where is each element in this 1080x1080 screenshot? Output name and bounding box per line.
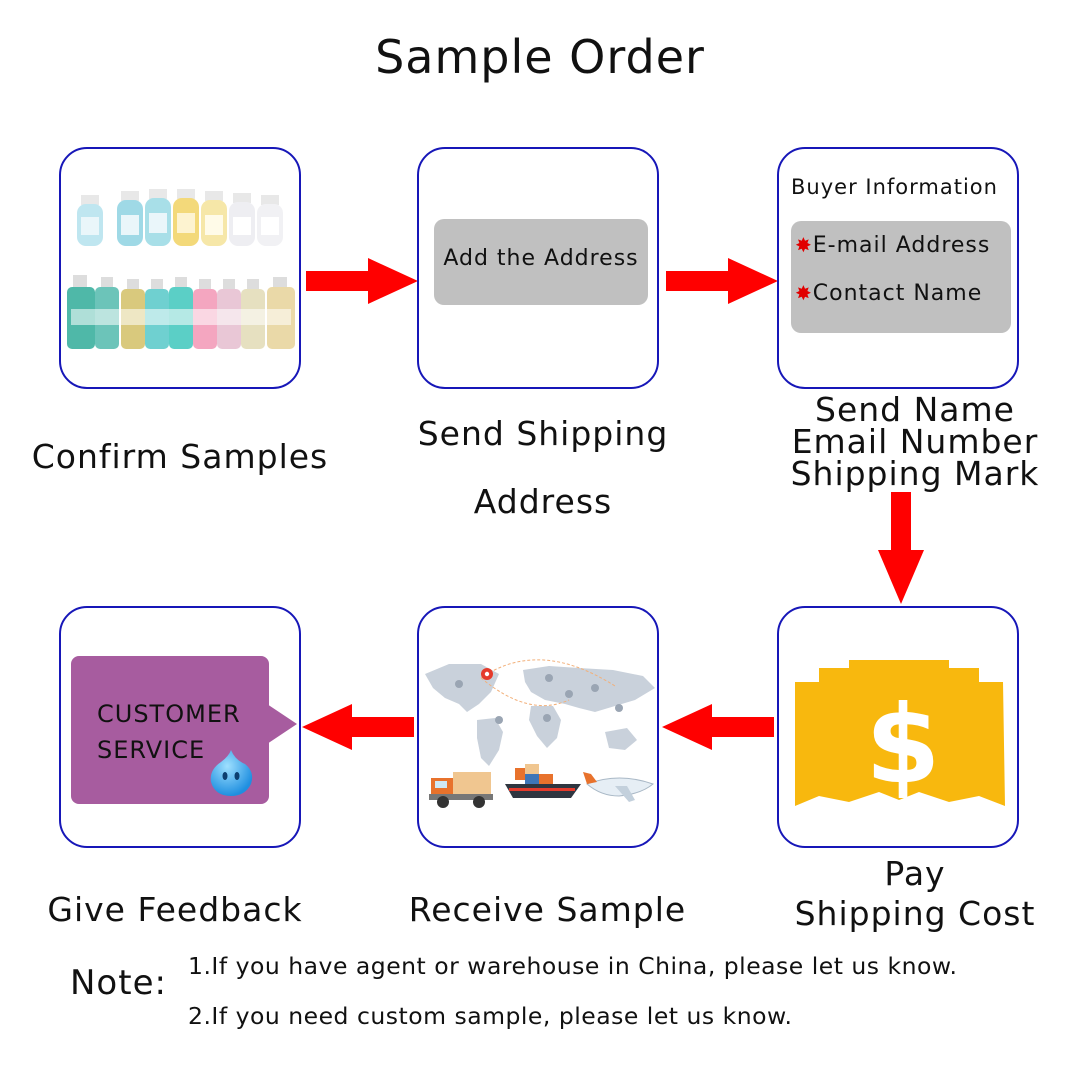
buyer-caption: Send Name Email Number Shipping Mark [770, 390, 1060, 493]
arrow-right-icon [666, 258, 778, 304]
bottles-image [67, 189, 295, 349]
pay-caption: Pay Shipping Cost [770, 854, 1060, 934]
receive-sample-caption: Receive Sample [408, 890, 687, 929]
customer-service-line1: CUSTOMER [97, 700, 241, 728]
give-feedback-caption: Give Feedback [47, 890, 303, 929]
confirm-samples-caption: Confirm Samples [31, 437, 329, 476]
add-address-label: Add the Address [443, 246, 639, 271]
world-map-image [425, 659, 655, 808]
required-star-icon: ✸ [795, 233, 813, 257]
shipping-caption: Send Shipping Address [390, 400, 696, 536]
pay-caption-line2: Shipping Cost [794, 894, 1036, 933]
buyer-fields-box: ✸E-mail Address ✸Contact Name [791, 221, 1011, 333]
confirm-samples-card [59, 147, 301, 389]
add-address-box: Add the Address [434, 219, 648, 305]
buyer-caption-line2: Email Number [791, 422, 1039, 461]
bubble-tail [267, 704, 297, 744]
contact-name-field: ✸Contact Name [795, 281, 983, 306]
give-feedback-card: CUSTOMER SERVICE [59, 606, 301, 848]
note-label: Note: [70, 963, 167, 1003]
buyer-caption-line3: Shipping Mark [790, 454, 1040, 493]
arrow-right-icon [306, 258, 418, 304]
shipping-address-card: Add the Address [417, 147, 659, 389]
svg-text:$: $ [865, 683, 940, 808]
pay-caption-line1: Pay [884, 854, 946, 893]
email-address-field: ✸E-mail Address [795, 233, 991, 258]
arrow-down-icon [878, 492, 924, 604]
shipping-caption-line1: Send Shipping [417, 414, 669, 453]
buyer-information-title: Buyer Information [791, 175, 998, 199]
customer-service-line2: SERVICE [97, 736, 206, 764]
shipping-cost-card: $ [777, 606, 1019, 848]
truck-icon [429, 772, 493, 808]
buyer-caption-line1: Send Name [815, 390, 1015, 429]
required-star-icon: ✸ [795, 281, 813, 305]
page-title: Sample Order [375, 30, 705, 84]
receive-sample-card [417, 606, 659, 848]
dollar-icon: $ [795, 660, 1005, 808]
ship-icon [505, 764, 581, 798]
buyer-information-card: Buyer Information ✸E-mail Address ✸Conta… [777, 147, 1019, 389]
chat-droplet-icon [210, 750, 253, 796]
note-line-2: 2.If you need custom sample, please let … [188, 1002, 793, 1030]
shipping-caption-line2: Address [473, 482, 613, 521]
arrow-left-icon [662, 704, 774, 750]
note-line-1: 1.If you have agent or warehouse in Chin… [188, 952, 958, 980]
arrow-left-icon [302, 704, 414, 750]
plane-icon [583, 772, 654, 802]
